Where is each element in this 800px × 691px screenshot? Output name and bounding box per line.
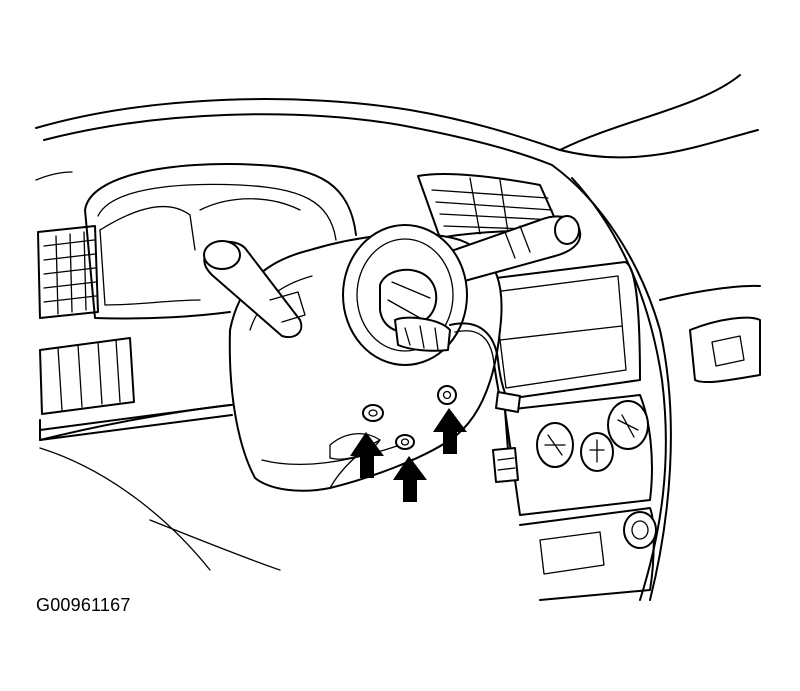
- callout-arrows: [350, 408, 467, 502]
- screw-hole-left: [362, 404, 384, 422]
- lower-knob: [623, 511, 657, 549]
- figure-id-label: G00961167: [36, 595, 131, 615]
- screw-hole-right: [437, 385, 457, 405]
- dashboard-outline: [35, 74, 759, 601]
- screw-holes: [329, 385, 457, 460]
- clock-spring-assembly: [342, 224, 468, 366]
- center-air-vent: [417, 173, 561, 239]
- hvac-knobs: [536, 400, 657, 549]
- right-switch-panel: [659, 284, 761, 384]
- wiring-harness: [449, 322, 521, 483]
- callout-arrow-left: [350, 432, 384, 478]
- hvac-knob-left: [536, 422, 574, 468]
- left-air-vent: [37, 225, 99, 319]
- left-lower-vent: [39, 337, 233, 441]
- hvac-knob-right: [607, 400, 649, 450]
- callout-arrow-right: [433, 408, 467, 454]
- instrument-cluster-hood: [84, 163, 357, 320]
- hvac-knob-center: [580, 432, 614, 472]
- callout-arrow-center: [393, 456, 427, 502]
- wiper-lever: [439, 215, 582, 286]
- center-console: [479, 261, 655, 601]
- turn-signal-lever: [203, 240, 306, 338]
- screw-hole-center: [395, 434, 415, 450]
